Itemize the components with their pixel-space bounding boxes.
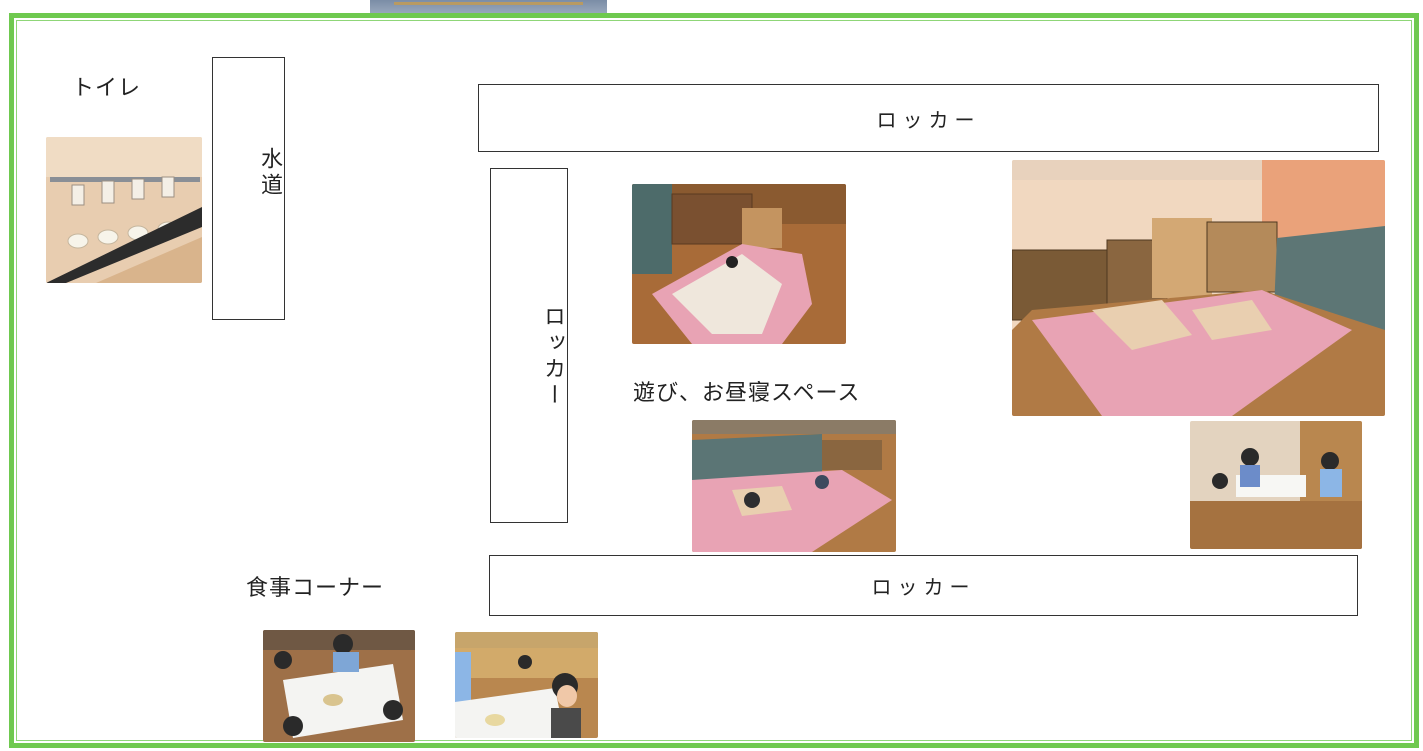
meal-photo-2 (455, 632, 598, 738)
meal-photo-1 (263, 630, 415, 742)
play-area-photo-3 (692, 420, 896, 552)
locker-bottom: ロッカー (489, 555, 1358, 616)
locker-bottom-label: ロッカー (871, 575, 976, 599)
room-frame (9, 13, 1419, 748)
play-nap-label: 遊び、お昼寝スペース (633, 381, 861, 406)
locker-left-label: ロッカー (540, 305, 565, 409)
water-label: 水道 (257, 147, 282, 199)
toilet-label: トイレ (72, 76, 142, 101)
meal-corner-label: 食事コーナー (246, 576, 385, 601)
play-area-photo-2 (1012, 160, 1385, 416)
locker-top-label: ロッカー (876, 107, 981, 132)
locker-top: ロッカー (478, 84, 1379, 152)
play-area-photo-1 (632, 184, 846, 344)
room-frame-inner (16, 20, 1412, 741)
locker-left: ロッカー (490, 168, 568, 523)
toilet-photo (46, 137, 202, 283)
play-area-photo-4 (1190, 421, 1362, 549)
water-tap-box: 水道 (212, 57, 285, 320)
